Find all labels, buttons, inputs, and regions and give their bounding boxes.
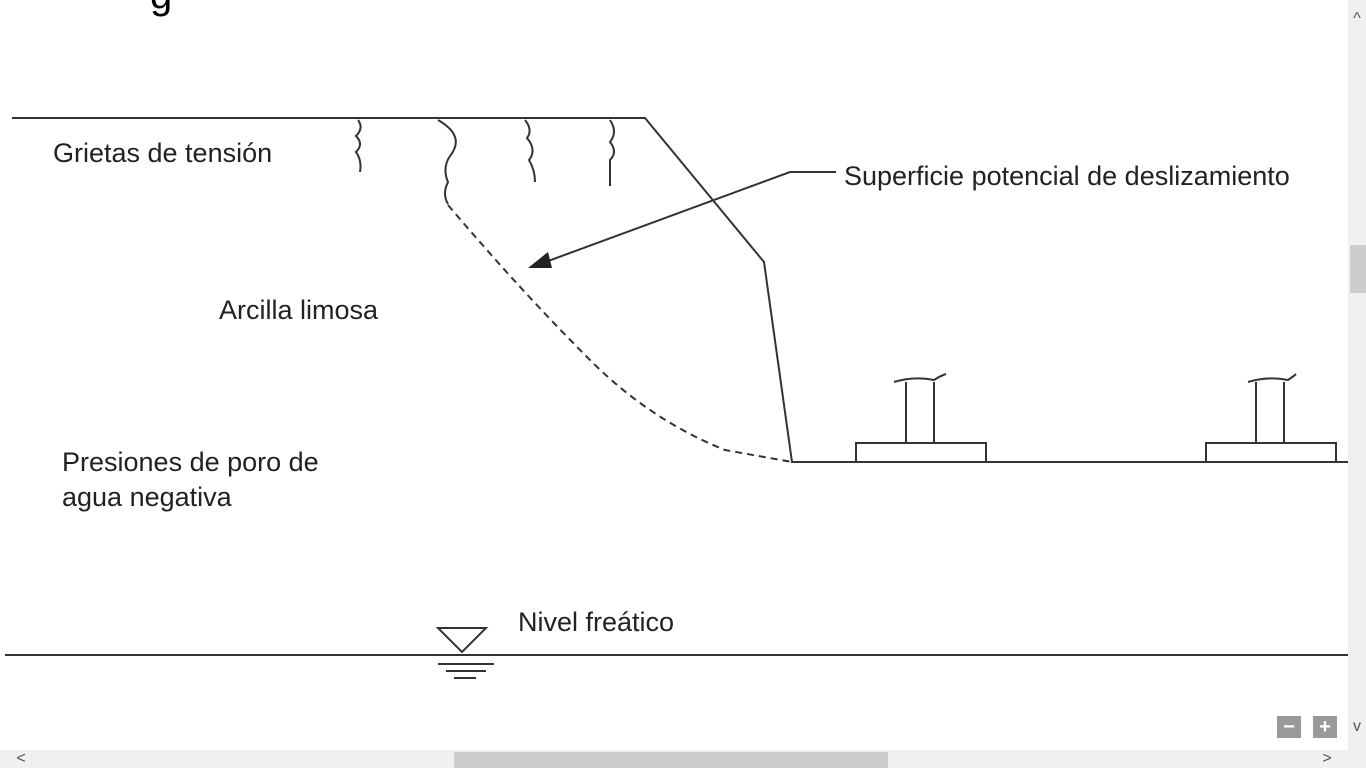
zoom-out-button[interactable]: − <box>1277 716 1301 738</box>
title-fragment: g <box>150 0 172 17</box>
slip-surface <box>447 204 793 463</box>
slope-diagram: g Grietas de tensión Superficie potencia… <box>5 0 1348 679</box>
leader-line <box>539 171 836 265</box>
column <box>1247 373 1297 443</box>
horizontal-scrollbar[interactable]: < > <box>0 750 1348 768</box>
label-pore-pressure-2: agua negativa <box>62 482 233 512</box>
scroll-right-arrow[interactable]: > <box>1322 750 1332 767</box>
scroll-up-arrow[interactable]: ^ <box>1353 10 1361 27</box>
crack <box>354 119 362 173</box>
label-soil: Arcilla limosa <box>219 295 379 325</box>
column <box>893 373 947 443</box>
label-slip-surface: Superficie potencial de deslizamiento <box>844 161 1290 191</box>
crack <box>608 119 615 186</box>
label-pore-pressure-1: Presiones de poro de <box>62 447 319 477</box>
zoom-in-button[interactable]: + <box>1313 716 1337 738</box>
scroll-left-arrow[interactable]: < <box>16 750 26 767</box>
footing <box>1205 442 1337 463</box>
arrowhead <box>528 252 552 268</box>
crack <box>524 119 536 183</box>
scrollbar-corner <box>1348 750 1366 768</box>
vertical-scroll-thumb[interactable] <box>1350 245 1366 293</box>
vertical-scrollbar[interactable]: ^ v <box>1348 0 1366 750</box>
water-table-symbol <box>435 627 494 679</box>
image-viewport: g Grietas de tensión Superficie potencia… <box>5 0 1348 679</box>
scroll-down-arrow[interactable]: v <box>1353 718 1361 735</box>
crack <box>437 119 457 205</box>
label-tension-cracks: Grietas de tensión <box>53 138 272 168</box>
footing <box>855 442 987 463</box>
horizontal-scroll-thumb[interactable] <box>454 752 888 768</box>
label-water-table: Nivel freático <box>518 607 674 637</box>
